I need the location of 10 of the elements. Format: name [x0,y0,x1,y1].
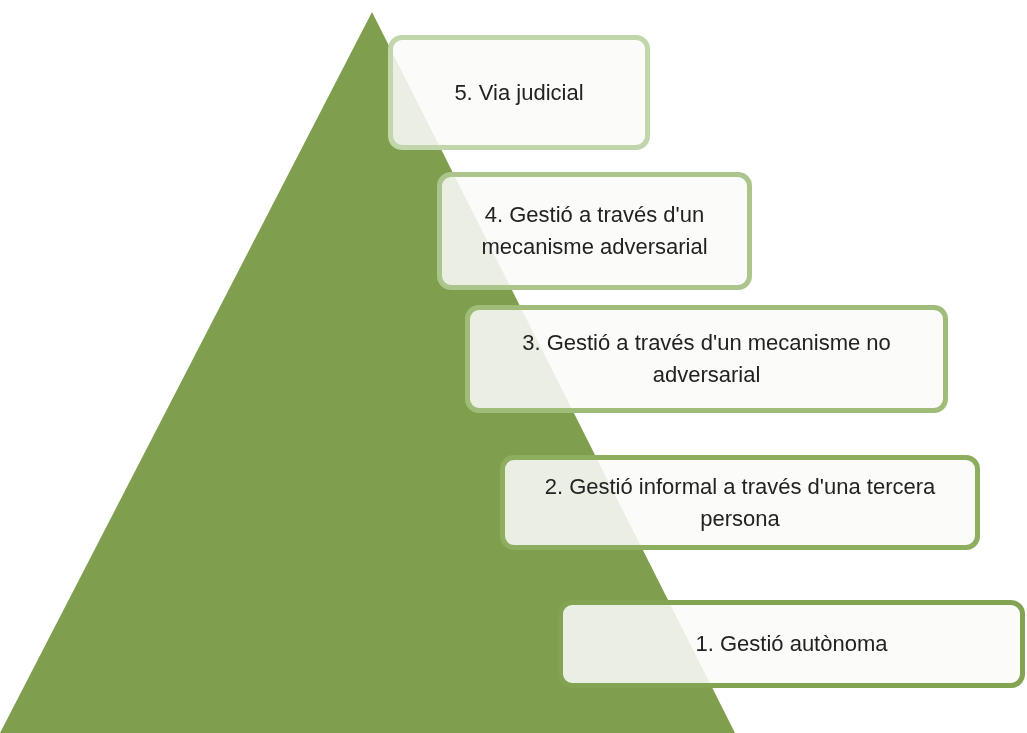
level-box [500,455,980,550]
level-box [388,35,650,150]
level-label: 1. Gestió autònoma [695,630,888,659]
level-box [558,600,1025,688]
level-box [437,172,752,290]
level-box [465,305,948,413]
level-label: 5. Via judicial [454,78,584,107]
level-label: 3. Gestió a través d'un mecanisme no adversarial [521,329,892,389]
level-label: 2. Gestió informal a través d'una tercera persona [543,472,937,533]
level-label: 4. Gestió a través d'un mecanisme adversarial [480,201,709,261]
